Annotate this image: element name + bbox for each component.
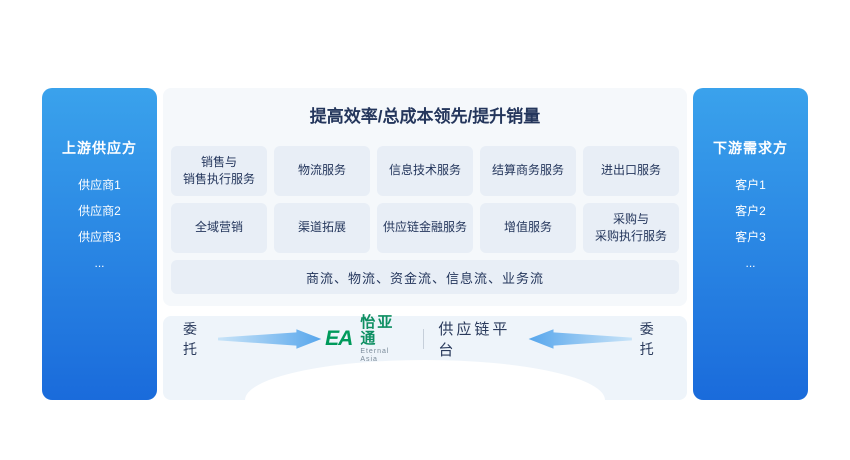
logo-subtitle: Eternal Asia bbox=[360, 347, 390, 363]
customer-item-ellipsis: ... bbox=[745, 256, 756, 270]
upstream-panel: 上游供应方 供应商1 供应商2 供应商3 ... bbox=[42, 88, 157, 400]
platform-logo-group: EA 怡亚通 Eternal Asia 供应链平台 bbox=[325, 313, 525, 363]
service-tile: 信息技术服务 bbox=[377, 146, 473, 196]
arrow-left-icon bbox=[528, 329, 632, 349]
diagram-title: 提高效率/总成本领先/提升销量 bbox=[309, 107, 541, 126]
customer-item: 客户3 bbox=[735, 230, 766, 244]
supplier-item: 供应商1 bbox=[78, 178, 121, 192]
upstream-title: 上游供应方 bbox=[62, 140, 137, 156]
service-tile: 进出口服务 bbox=[583, 146, 679, 196]
service-tile: 结算商务服务 bbox=[480, 146, 576, 196]
arrow-right-icon bbox=[218, 329, 322, 349]
service-tile: 销售与 销售执行服务 bbox=[171, 146, 267, 196]
services-row-1: 销售与 销售执行服务 物流服务 信息技术服务 结算商务服务 进出口服务 bbox=[171, 146, 679, 196]
upstream-items: 供应商1 供应商2 供应商3 ... bbox=[42, 172, 157, 276]
services-row-2: 全域营销 渠道拓展 供应链金融服务 增值服务 采购与 采购执行服务 bbox=[171, 203, 679, 253]
left-delegate-label: 委托 bbox=[183, 321, 197, 357]
logo-divider bbox=[423, 329, 425, 349]
customer-item: 客户2 bbox=[735, 204, 766, 218]
left-delegate-group: 委托 bbox=[183, 319, 325, 359]
services-panel: 提高效率/总成本领先/提升销量 销售与 销售执行服务 物流服务 信息技术服务 结… bbox=[163, 88, 687, 306]
logo-brand: 怡亚通 bbox=[360, 313, 395, 348]
supplier-item: 供应商2 bbox=[78, 204, 121, 218]
customer-item: 客户1 bbox=[735, 178, 766, 192]
downstream-panel: 下游需求方 客户1 客户2 客户3 ... bbox=[693, 88, 808, 400]
arch-cutout bbox=[245, 360, 605, 440]
service-tile: 渠道拓展 bbox=[274, 203, 370, 253]
service-tile: 增值服务 bbox=[480, 203, 576, 253]
service-tile: 供应链金融服务 bbox=[377, 203, 473, 253]
right-delegate-group: 委托 bbox=[525, 319, 667, 359]
platform-row: 委托 EA 怡亚通 Eternal Asia 供应链平台 bbox=[163, 314, 687, 362]
supplier-item: 供应商3 bbox=[78, 230, 121, 244]
flows-bar: 商流、物流、资金流、信息流、业务流 bbox=[171, 260, 679, 294]
service-tile: 采购与 采购执行服务 bbox=[583, 203, 679, 253]
downstream-title: 下游需求方 bbox=[713, 140, 788, 156]
service-tile: 物流服务 bbox=[274, 146, 370, 196]
eternal-asia-logo-icon: EA bbox=[325, 327, 353, 350]
logo-text: 怡亚通 Eternal Asia bbox=[360, 313, 409, 363]
platform-strip: 委托 EA 怡亚通 Eternal Asia 供应链平台 bbox=[163, 314, 687, 440]
right-delegate-label: 委托 bbox=[639, 321, 654, 357]
supplier-item-ellipsis: ... bbox=[94, 256, 105, 270]
service-tile: 全域营销 bbox=[171, 203, 267, 253]
platform-label: 供应链平台 bbox=[438, 321, 511, 359]
downstream-items: 客户1 客户2 客户3 ... bbox=[693, 172, 808, 276]
